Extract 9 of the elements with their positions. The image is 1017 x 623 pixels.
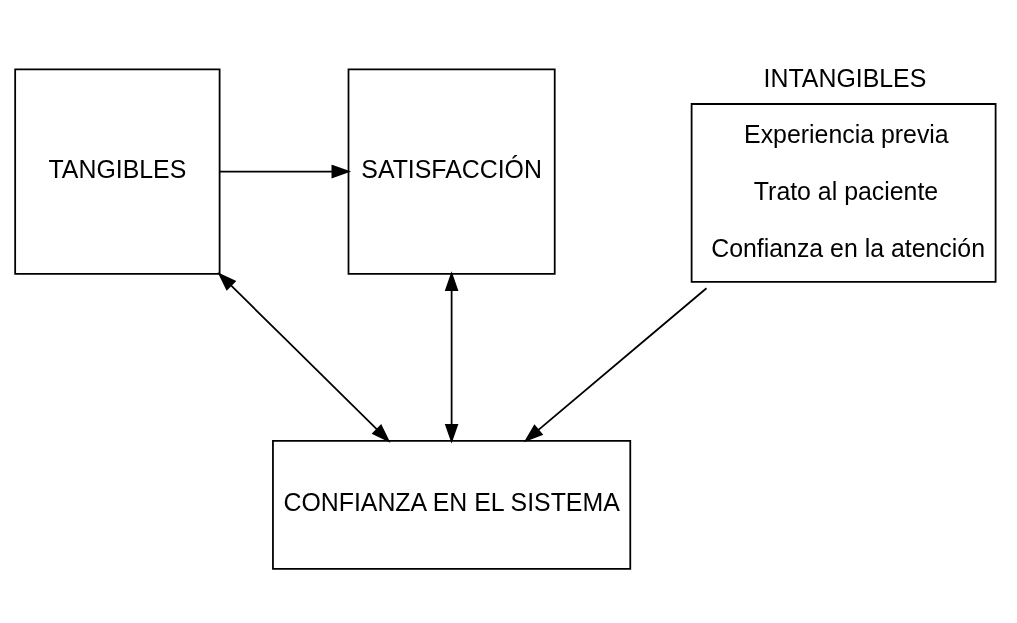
node-box: Experiencia previa Trato al paciente Confianza en la atención — [690, 102, 997, 283]
arrow — [217, 271, 391, 443]
node-box: TANGIBLES — [14, 67, 221, 275]
arrow — [219, 164, 352, 178]
node-box: SATISFACCIÓN — [347, 67, 556, 275]
node-box: CONFIANZA EN EL SISTEMA — [272, 439, 632, 570]
node-label: INTANGIBLES — [763, 63, 927, 92]
arrow — [444, 270, 459, 443]
arrow — [523, 286, 708, 442]
